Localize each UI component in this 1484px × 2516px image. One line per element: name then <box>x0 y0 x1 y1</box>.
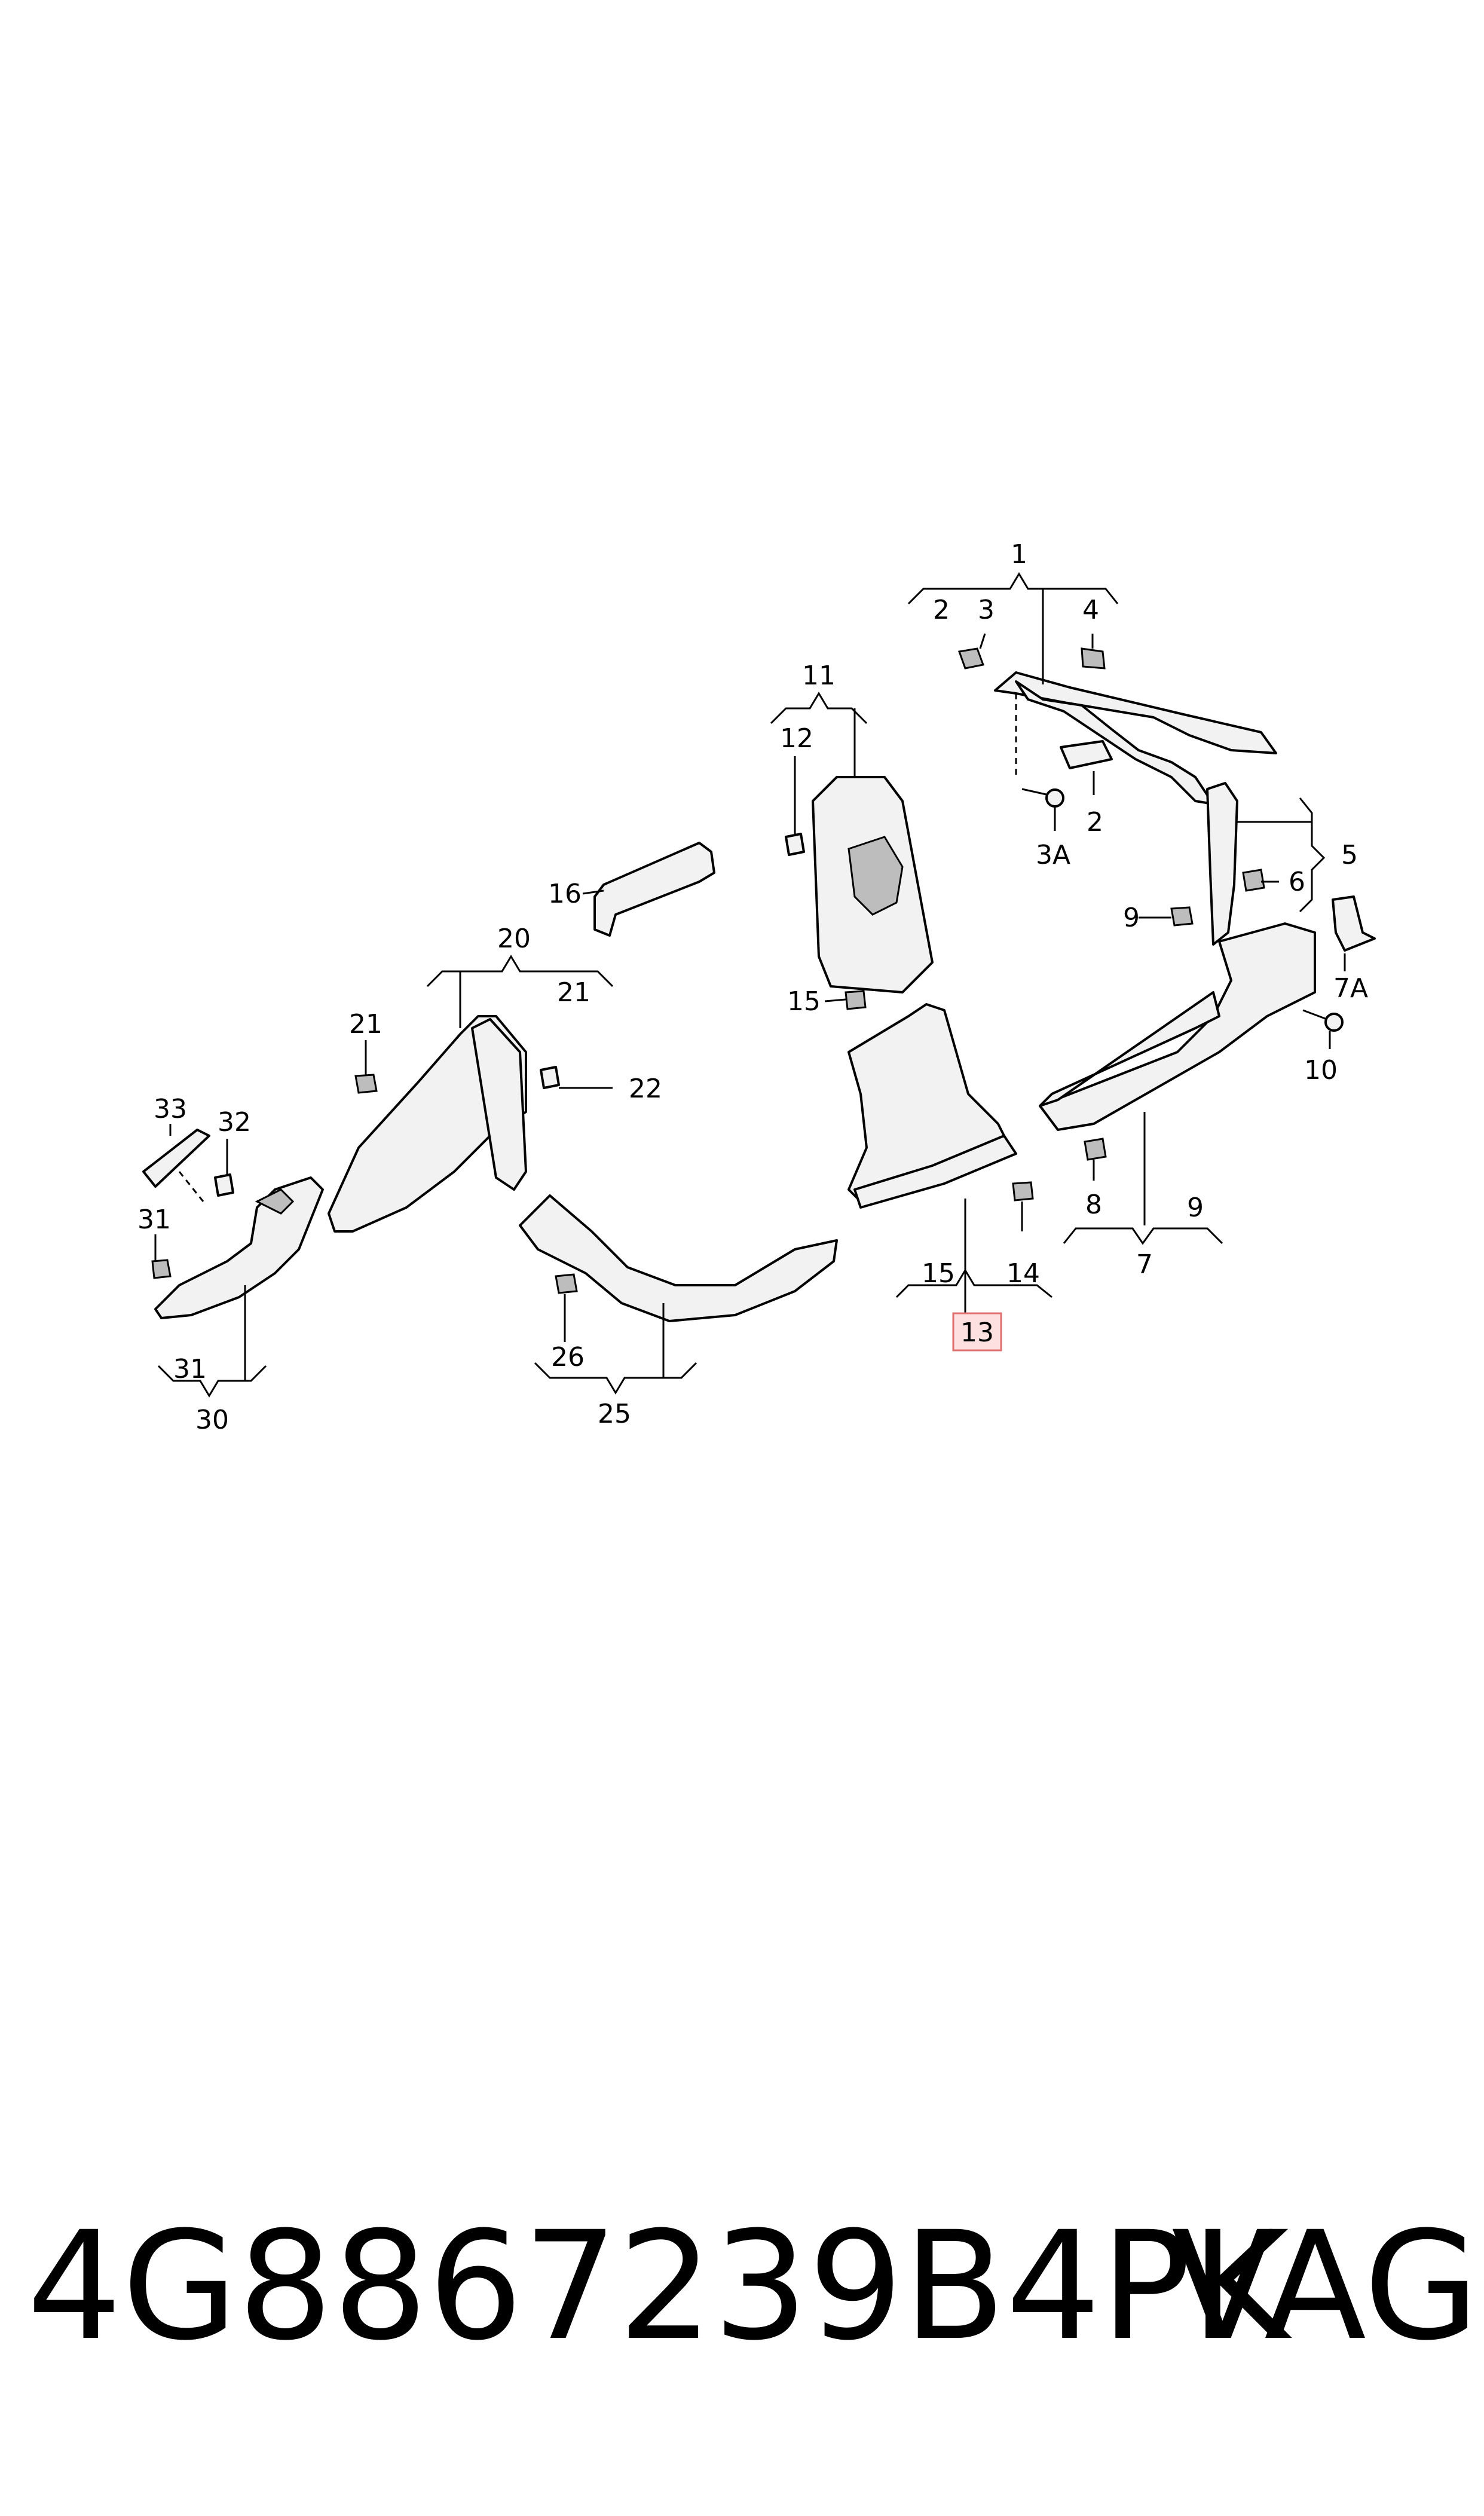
callout-labels: 1 2 3 4 11 12 2 3A 5 6 16 9 7A 20 21 10 … <box>137 539 1368 1435</box>
callout-label[interactable]: 4 <box>1082 595 1099 625</box>
callout-label[interactable]: 32 <box>218 1107 251 1138</box>
callout-label[interactable]: 20 <box>497 924 531 954</box>
c-pillar-trim-20 <box>328 1015 527 1233</box>
b-pillar-trim-11 <box>812 776 934 993</box>
clip-21 <box>354 1074 378 1094</box>
callout-label[interactable]: 10 <box>1304 1055 1338 1086</box>
callout-label[interactable]: 3 <box>978 595 995 625</box>
sill-trim-7 <box>1039 922 1316 1131</box>
clip-14 <box>1012 1181 1034 1202</box>
clip-15 <box>844 990 867 1010</box>
callout-label[interactable]: 7A <box>1333 973 1368 1004</box>
clip-22 <box>540 1066 560 1089</box>
clip-31 <box>151 1259 172 1279</box>
highlight-box-13 <box>952 1312 1002 1352</box>
pillar-bracket-5 <box>1206 782 1238 946</box>
brand-name: VAG <box>1171 2199 1480 2373</box>
clip-12 <box>785 833 805 856</box>
clip-4 <box>1081 647 1106 669</box>
callout-label[interactable]: 33 <box>154 1094 187 1124</box>
callout-label[interactable]: 12 <box>780 723 813 754</box>
callout-label[interactable]: 31 <box>173 1354 207 1384</box>
callout-label[interactable]: 7 <box>1136 1249 1153 1280</box>
strip-33 <box>142 1129 210 1188</box>
callout-label[interactable]: 3A <box>1036 840 1070 870</box>
clip-8 <box>1084 1138 1107 1161</box>
callout-label[interactable]: 9 <box>1187 1193 1204 1223</box>
callout-label[interactable]: 2 <box>933 595 950 625</box>
pillar-lower-13 <box>847 1003 1017 1209</box>
clip-3 <box>957 647 985 669</box>
callout-label[interactable]: 26 <box>551 1342 585 1372</box>
callout-label[interactable]: 13 <box>960 1317 994 1348</box>
callout-label[interactable]: 25 <box>598 1399 631 1429</box>
callout-label[interactable]: 30 <box>195 1405 229 1435</box>
clip-6 <box>1242 869 1265 892</box>
callout-label[interactable]: 21 <box>557 977 590 1008</box>
callout-label[interactable]: 2 <box>1087 807 1103 837</box>
part-number: 4G8867239B4PK <box>27 2199 1289 2373</box>
callout-label[interactable]: 15 <box>922 1258 955 1289</box>
callout-label[interactable]: 6 <box>1289 867 1305 897</box>
callout-label[interactable]: 15 <box>787 986 821 1017</box>
grab-handle-16 <box>593 842 715 937</box>
callout-label[interactable]: 16 <box>548 879 582 909</box>
screw-3a <box>1021 788 1064 808</box>
callout-label[interactable]: 11 <box>802 661 836 691</box>
clip-26 <box>555 1273 578 1294</box>
part-a-pillar-trim <box>994 671 1277 805</box>
callout-label[interactable]: 1 <box>1011 539 1027 570</box>
clip-9 <box>1170 906 1194 927</box>
rear-lower-trim-30 <box>154 1176 324 1319</box>
callout-label[interactable]: 9 <box>1123 903 1140 933</box>
callout-label[interactable]: 5 <box>1341 840 1358 870</box>
callout-label[interactable]: 21 <box>349 1009 383 1040</box>
rear-sill-trim-25 <box>519 1194 838 1322</box>
screw-10 <box>1302 1009 1344 1032</box>
callout-label[interactable]: 22 <box>629 1074 662 1104</box>
callout-label[interactable]: 31 <box>137 1204 171 1235</box>
clip-32 <box>214 1173 234 1197</box>
cover-2 <box>1060 740 1113 769</box>
leader-lines <box>154 572 1346 1398</box>
callout-label[interactable]: 14 <box>1006 1258 1040 1289</box>
clip-7a <box>1332 895 1376 952</box>
callout-label[interactable]: 8 <box>1085 1190 1102 1220</box>
